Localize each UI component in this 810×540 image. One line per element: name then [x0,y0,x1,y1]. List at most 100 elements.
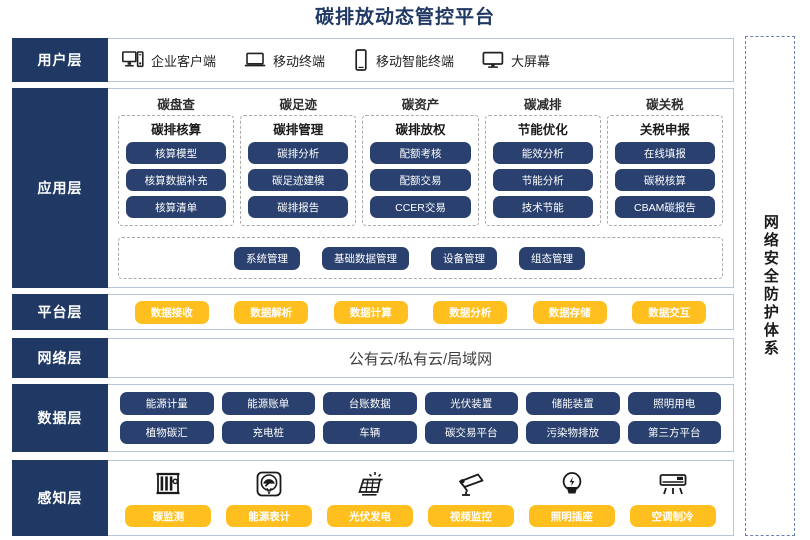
app-pill[interactable]: 能效分析 [492,142,593,164]
layer-label-platform: 平台层 [12,294,108,330]
sense-item-label: 能源表计 [226,505,313,527]
sense-item-video-surveillance[interactable]: 视频监控 [427,469,514,527]
user-item-label: 移动智能终端 [376,53,455,69]
svg-text:V: V [267,487,273,496]
laptop-icon [244,51,266,69]
layer-data: 数据层 能源计量 能源账单 台账数据 光伏装置 储能装置 照明用电 植物碳汇 充… [12,384,734,452]
app-column-head: 碳盘查 [157,98,195,112]
data-pill[interactable]: 第三方平台 [627,421,721,444]
layer-label-network: 网络层 [12,338,108,378]
sense-item-label: 空调制冷 [629,505,716,527]
app-column-subtitle: 碳排核算 [151,123,202,137]
network-security-band: 网络安全防护体系 [745,36,795,536]
data-pill[interactable]: 车辆 [323,421,417,444]
app-column-subtitle: 关税申报 [639,123,690,137]
layer-platform: 平台层 数据接收 数据解析 数据计算 数据分析 数据存储 数据交互 [12,294,734,330]
app-pill[interactable]: 节能分析 [492,169,593,191]
air-conditioner-icon [657,469,689,499]
sense-item-solar-power[interactable]: 光伏发电 [327,469,414,527]
user-item-label: 企业客户端 [151,53,217,69]
layer-body-application: 碳盘查 碳排核算 核算模型 核算数据补充 核算清单 碳足迹 碳排管理 碳排分析 [108,88,734,288]
user-item-smart-mobile-terminal[interactable]: 移动智能终端 [353,49,454,71]
app-pill[interactable]: 在线填报 [614,142,716,164]
user-item-mobile-terminal[interactable]: 移动终端 [244,51,325,70]
platform-pill[interactable]: 数据交互 [632,300,707,324]
app-pill[interactable]: 碳排报告 [248,196,349,218]
app-pill[interactable]: 技术节能 [492,196,593,218]
layer-label-user: 用户层 [12,38,108,82]
user-item-label: 大屏幕 [511,53,551,69]
data-row: 植物碳汇 充电桩 车辆 碳交易平台 污染物排放 第三方平台 [120,421,721,444]
network-layer-text: 公有云/私有云/局域网 [348,350,493,368]
solar-panel-icon [355,469,385,499]
smartphone-icon [353,49,369,71]
data-pill[interactable]: 光伏装置 [424,392,518,415]
data-row: 能源计量 能源账单 台账数据 光伏装置 储能装置 照明用电 [120,392,721,415]
sense-item-label: 光伏发电 [327,505,414,527]
management-pill-basic-data[interactable]: 基础数据管理 [322,246,409,270]
management-pill-configuration[interactable]: 组态管理 [519,246,585,270]
platform-pill[interactable]: 数据解析 [234,300,309,324]
sense-item-air-conditioning[interactable]: 空调制冷 [629,469,716,527]
layer-label-sensing: 感知层 [12,460,108,536]
page-title: 碳排放动态管控平台 [314,7,495,28]
layer-sensing: 感知层 碳监测 [12,460,734,536]
app-column-head: 碳资产 [401,98,440,112]
app-column-carbon-tariff: 碳关税 关税申报 在线填报 碳税核算 CBAM碳报告 [606,94,724,226]
user-item-label: 移动终端 [273,53,326,69]
platform-pill[interactable]: 数据接收 [134,300,209,324]
app-column-subtitle: 碳排管理 [273,123,324,137]
user-item-large-screen[interactable]: 大屏幕 [482,51,550,70]
sense-item-carbon-monitoring[interactable]: 碳监测 [125,469,212,527]
data-pill[interactable]: 污染物排放 [526,421,620,444]
layer-label-application: 应用层 [12,88,108,288]
lightbulb-socket-icon [559,469,585,499]
sense-item-label: 视频监控 [427,505,514,527]
data-pill[interactable]: 充电桩 [221,421,315,444]
app-pill[interactable]: 核算清单 [126,196,227,218]
app-column-head: 碳足迹 [279,98,318,112]
application-management-group: 系统管理 基础数据管理 设备管理 组态管理 [118,237,723,279]
app-pill[interactable]: 碳排分析 [248,142,349,164]
platform-pill[interactable]: 数据分析 [433,300,508,324]
app-column-carbon-inventory: 碳盘查 碳排核算 核算模型 核算数据补充 核算清单 [118,94,235,226]
data-pill[interactable]: 能源账单 [221,392,315,415]
data-pill[interactable]: 碳交易平台 [424,421,518,444]
app-pill[interactable]: CCER交易 [370,196,471,218]
app-pill[interactable]: 核算数据补充 [126,169,227,191]
sense-item-energy-meter[interactable]: V 能源表计 [226,469,313,527]
management-pill-device[interactable]: 设备管理 [431,246,497,270]
app-pill[interactable]: 碳税核算 [614,169,716,191]
carbon-monitor-cabinet-icon [155,469,181,499]
layer-body-platform: 数据接收 数据解析 数据计算 数据分析 数据存储 数据交互 [108,294,734,330]
app-pill[interactable]: 核算模型 [126,142,227,164]
app-column-head: 碳减排 [523,98,562,112]
app-pill[interactable]: 配额考核 [370,142,471,164]
app-pill[interactable]: CBAM碳报告 [614,196,716,218]
app-pill[interactable]: 碳足迹建模 [248,169,349,191]
platform-pill[interactable]: 数据存储 [532,300,607,324]
data-pill[interactable]: 储能装置 [526,392,620,415]
network-security-label: 网络安全防护体系 [761,214,779,358]
layer-body-sensing: 碳监测 V 能源表计 [108,460,734,536]
user-item-enterprise-client[interactable]: 企业客户端 [122,51,216,70]
app-column-carbon-reduction: 碳减排 节能优化 能效分析 节能分析 技术节能 [484,94,601,226]
desktop-tower-icon [122,51,144,69]
data-pill[interactable]: 台账数据 [323,392,417,415]
layer-body-user: 企业客户端 移动终端 [108,38,734,82]
sense-item-label: 照明插座 [528,505,615,527]
app-column-carbon-asset: 碳资产 碳排放权 配额考核 配额交易 CCER交易 [362,94,479,226]
data-pill[interactable]: 能源计量 [120,392,214,415]
management-pill-system[interactable]: 系统管理 [234,246,300,270]
app-column-subtitle: 节能优化 [517,123,568,137]
data-pill[interactable]: 照明用电 [627,392,721,415]
sense-item-lighting-socket[interactable]: 照明插座 [528,469,615,527]
data-pill[interactable]: 植物碳汇 [120,421,214,444]
platform-pill[interactable]: 数据计算 [333,300,408,324]
energy-meter-gauge-icon: V [255,469,283,499]
app-pill[interactable]: 配额交易 [370,169,471,191]
application-column-group: 碳盘查 碳排核算 核算模型 核算数据补充 核算清单 碳足迹 碳排管理 碳排分析 [108,89,733,226]
layer-user: 用户层 企业客户端 [12,38,734,82]
layer-body-network: 公有云/私有云/局域网 [108,338,734,378]
